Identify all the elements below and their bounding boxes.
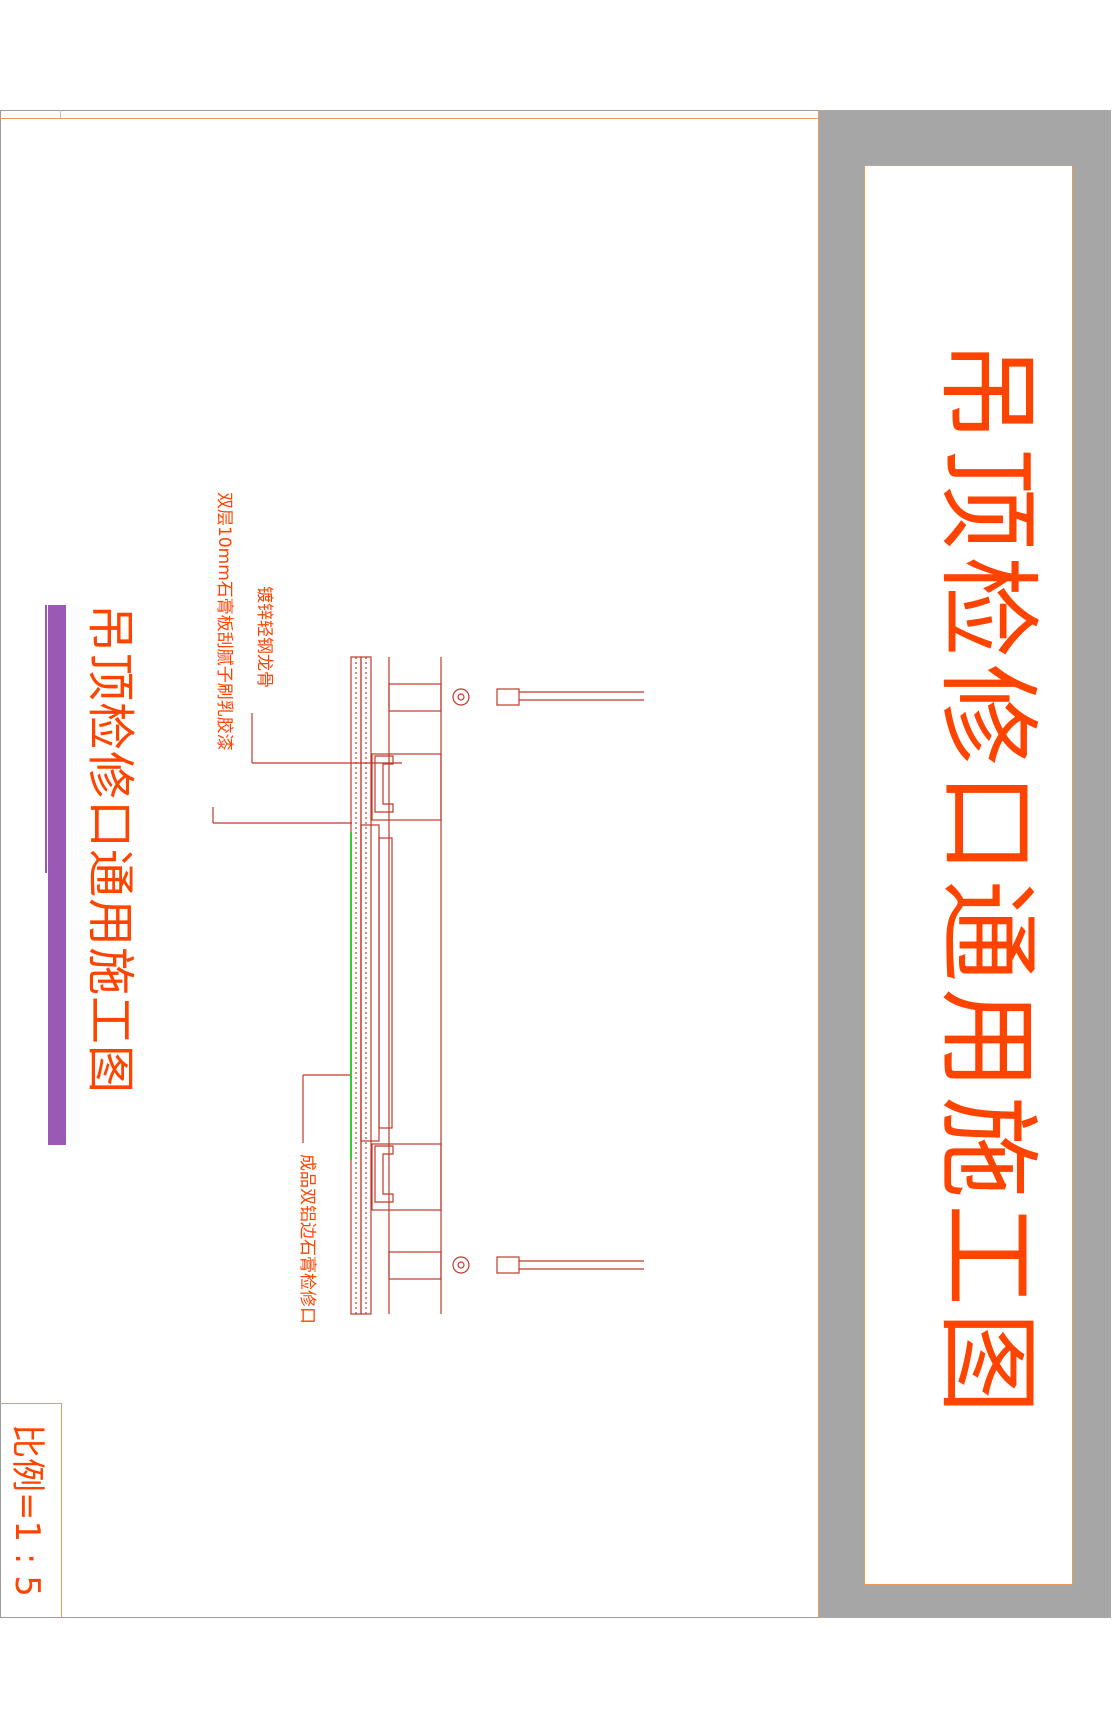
upper-keel-profile [374,755,394,813]
top-border-tick [60,110,61,119]
lower-main-keel [388,1251,442,1280]
lower-hanger-clip [496,1256,520,1274]
upper-bolt-inner [457,693,465,701]
subtitle-rule [45,605,47,873]
scale-box [0,1403,62,1618]
upper-bolt-outer [452,688,470,706]
lower-bolt-inner [457,1261,465,1269]
lower-keel-profile [374,1145,394,1203]
upper-sub-keel [371,753,442,821]
upper-main-keel [388,683,442,712]
lower-bolt-outer [452,1256,470,1274]
subtitle-accent-bar [48,605,66,1145]
board-layer-2 [360,656,372,1315]
access-panel-frame-outer [360,824,380,1142]
title-block-inner [864,165,1073,1585]
access-panel-frame-inner [378,837,393,1129]
board-layer-1 [350,656,362,1315]
lower-sub-keel [371,1143,442,1211]
top-border-line [0,118,818,119]
upper-hanger-clip [496,688,520,706]
